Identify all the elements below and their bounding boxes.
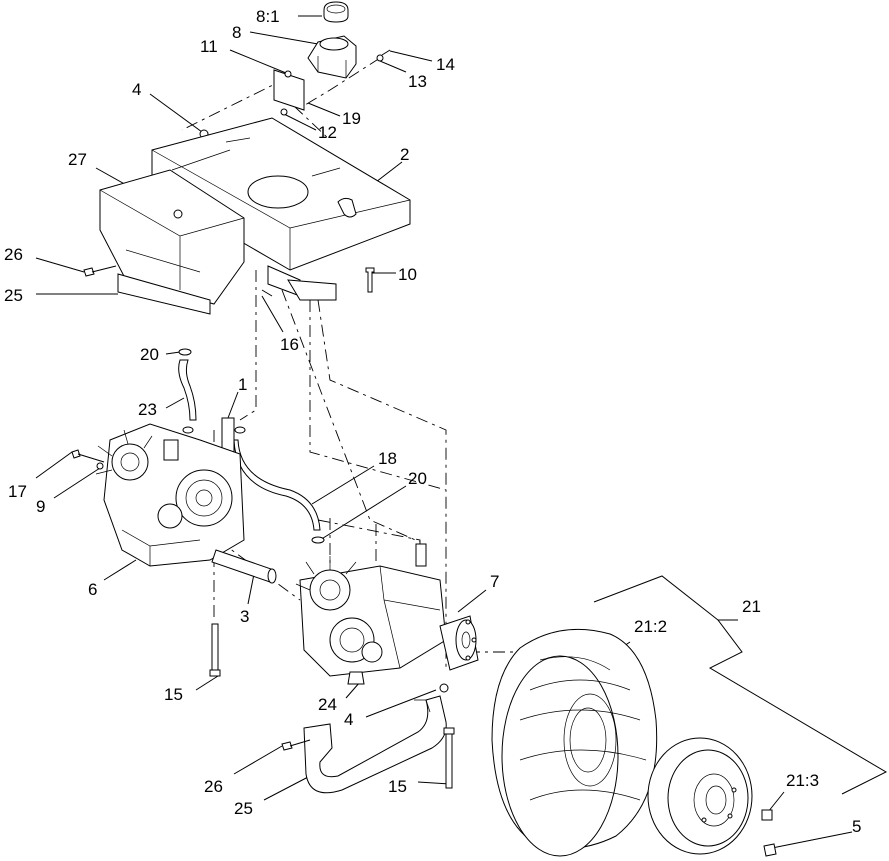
callout-16: 16 — [280, 335, 299, 354]
callout-20-upper: 20 — [140, 345, 159, 364]
top-fasteners — [199, 49, 391, 139]
callout-1: 1 — [238, 375, 247, 394]
callout-23: 23 — [138, 400, 157, 419]
callout-10: 10 — [398, 265, 417, 284]
right-transmission — [295, 543, 449, 693]
callout-4-lower: 4 — [344, 710, 353, 729]
callout-11: 11 — [200, 37, 218, 56]
callout-25-upper: 25 — [4, 286, 23, 305]
callout-26-upper: 26 — [4, 245, 23, 264]
callout-27: 27 — [68, 150, 87, 169]
callout-20-lower: 20 — [408, 469, 427, 488]
callout-24: 24 — [318, 695, 337, 714]
callout-25-lower: 25 — [234, 799, 253, 818]
callout-9: 9 — [36, 497, 45, 516]
callout-8-1: 8:1 — [256, 7, 280, 26]
hoses — [178, 348, 325, 544]
callout-15-lower: 15 — [388, 777, 407, 796]
callout-labels: 8:1 8 11 14 13 4 19 12 27 2 26 10 25 16 … — [4, 7, 861, 836]
rim — [647, 737, 777, 857]
callout-14: 14 — [436, 55, 455, 74]
callout-18: 18 — [378, 449, 397, 468]
left-transmission — [71, 423, 245, 567]
lower-bracket — [281, 695, 455, 794]
callout-15-upper: 15 — [164, 685, 183, 704]
callout-13: 13 — [408, 72, 427, 91]
shafts — [209, 549, 277, 677]
frame — [99, 117, 411, 315]
tire — [491, 628, 658, 857]
wheel-hub — [439, 615, 479, 671]
callout-12: 12 — [318, 123, 337, 142]
callout-21-2: 21:2 — [634, 617, 667, 636]
callout-3: 3 — [240, 607, 249, 626]
callout-21-3: 21:3 — [786, 771, 819, 790]
callout-8: 8 — [232, 23, 241, 42]
callout-19: 19 — [342, 109, 361, 128]
callout-2: 2 — [400, 145, 409, 164]
bolts-upper — [83, 265, 375, 293]
callout-17: 17 — [8, 482, 27, 501]
callout-21: 21 — [742, 597, 761, 616]
callout-5: 5 — [852, 817, 861, 836]
callout-7: 7 — [490, 572, 499, 591]
callout-26-lower: 26 — [204, 777, 223, 796]
callout-4-upper: 4 — [132, 80, 141, 99]
callout-6: 6 — [88, 580, 97, 599]
leader-lines — [35, 15, 888, 849]
reservoir-assembly — [307, 1, 357, 79]
